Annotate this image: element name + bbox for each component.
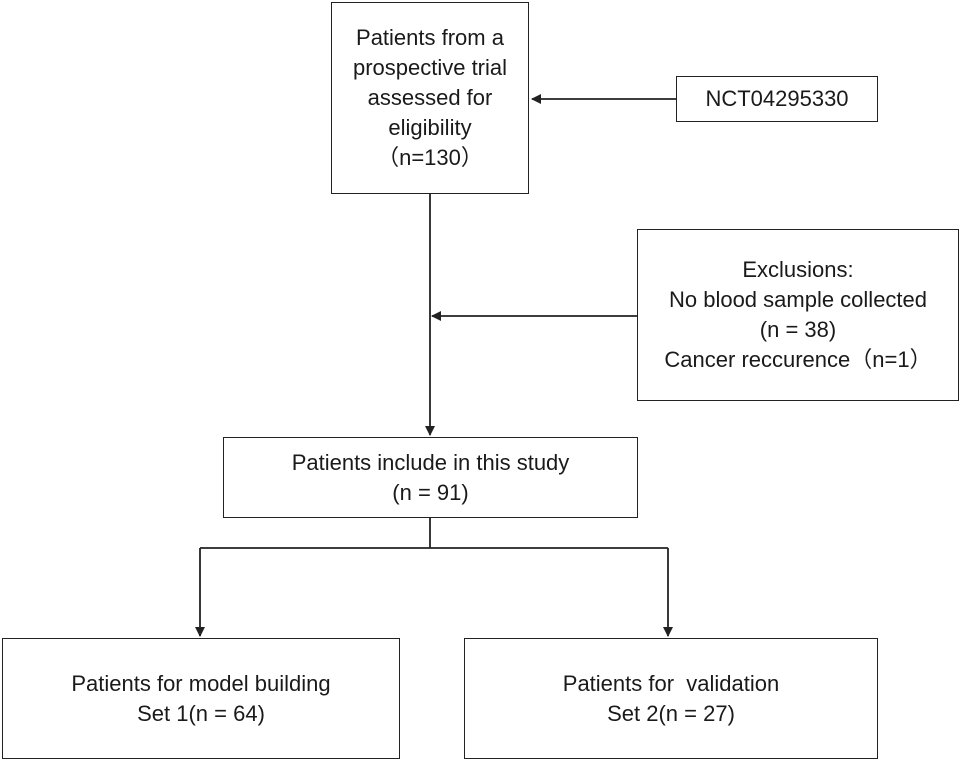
exclusions-heading: Exclusions: [742,257,854,282]
model-building-count: Set 1(n = 64) [137,700,265,726]
exclusion-cancer-recurrence: Cancer reccurence（n=1） [664,347,932,372]
included-label: Patients include in this study [291,449,570,475]
validation-count: Set 2(n = 27) [607,700,735,726]
validation-label: Patients for validation [562,670,780,696]
trial-id-box: NCT04295330 [676,76,878,122]
validation-box: Patients for validation Set 2(n = 27) [464,638,878,759]
exclusions-box: Exclusions: No blood sample collected (n… [637,229,959,401]
exclusion-no-blood-sample-count: (n = 38) [759,317,837,342]
assessed-line-2: prospective trial [352,55,508,80]
assessed-count: （n=130） [377,145,483,170]
included-patients-box: Patients include in this study (n = 91) [223,437,638,518]
assessed-line-4: eligibility [388,115,472,140]
model-building-label: Patients for model building [71,670,331,696]
trial-id-text: NCT04295330 [705,86,849,111]
assessed-line-1: Patients from a [356,25,504,50]
assessed-eligibility-box: Patients from a prospective trial assess… [331,2,529,194]
model-building-box: Patients for model building Set 1(n = 64… [2,638,400,759]
included-count: (n = 91) [392,479,469,505]
exclusion-no-blood-sample: No blood sample collected [668,287,928,312]
assessed-line-3: assessed for [367,85,493,110]
